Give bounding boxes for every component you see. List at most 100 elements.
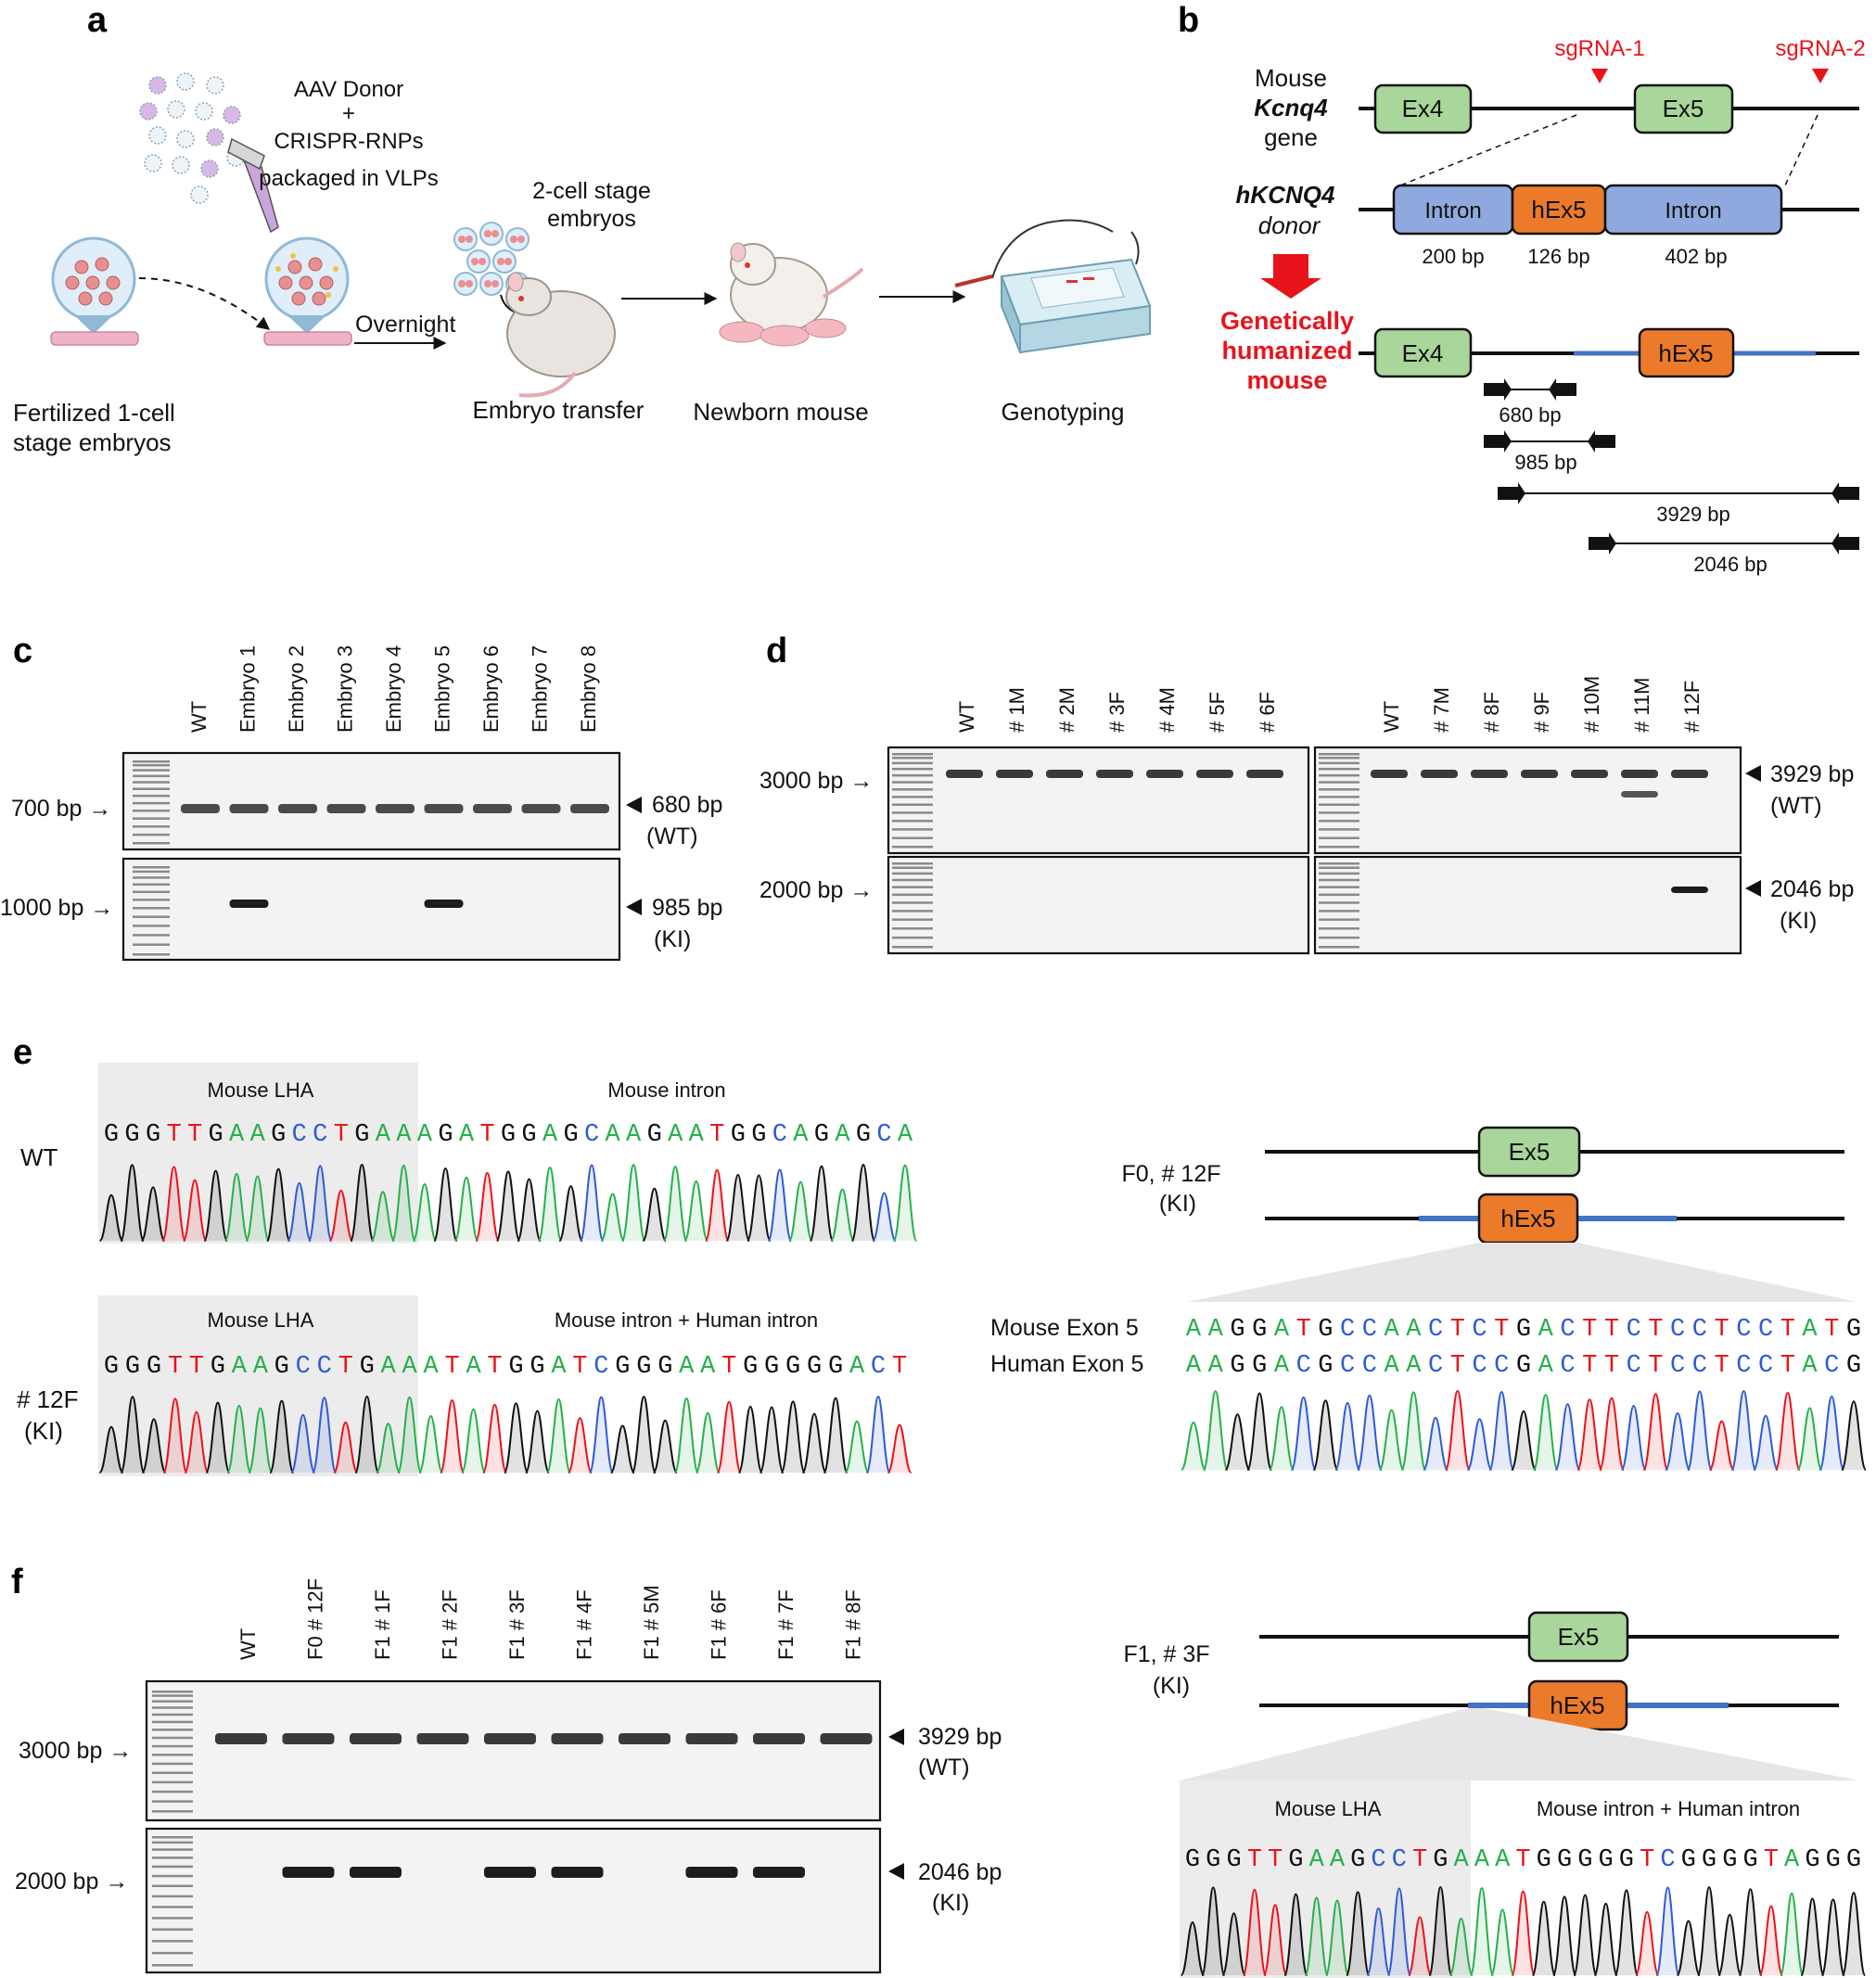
lane-label: # 1M <box>1005 687 1028 733</box>
base-letter: C <box>1670 1352 1685 1380</box>
trace-peak <box>823 1397 849 1474</box>
e-ex5-label: Ex5 <box>1509 1138 1551 1166</box>
base-letter: G <box>1226 1846 1241 1874</box>
base-letter: G <box>1206 1846 1220 1874</box>
vlp-particle-icon <box>172 156 190 174</box>
gel-band <box>1621 791 1658 798</box>
base-letter: T <box>1515 1846 1530 1874</box>
mouse-gene-label-3: gene <box>1264 123 1318 151</box>
trace-peak <box>600 1193 626 1242</box>
base-letter: G <box>764 1353 779 1381</box>
primer-pair-985 <box>1484 430 1615 453</box>
trace-peak <box>767 1168 793 1242</box>
ladder-band <box>892 781 933 784</box>
ladder-band <box>152 1951 193 1955</box>
lane-label: Embryo 4 <box>382 645 405 733</box>
ladder-band <box>1319 918 1359 921</box>
homology-dash-left <box>1399 114 1577 186</box>
base-letter: T <box>1780 1316 1795 1344</box>
gel-electrophoresis-icon <box>954 219 1152 354</box>
trace-peak <box>307 1165 333 1242</box>
sgrna1-label: sgRNA-1 <box>1554 36 1644 61</box>
ladder-band <box>133 760 170 763</box>
gel-band <box>1671 770 1708 778</box>
trace-peak <box>453 1176 479 1242</box>
base-letter: A <box>1406 1352 1422 1380</box>
base-letter: C <box>1371 1846 1385 1874</box>
donor-size-2: 126 bp <box>1527 245 1589 268</box>
base-letter: A <box>700 1353 716 1381</box>
ladder-band <box>1319 846 1359 849</box>
f-marker-2000: 2000 bp → <box>15 1869 128 1895</box>
trace-peak <box>524 1410 551 1474</box>
trace-peak <box>844 1420 870 1474</box>
base-letter: A <box>232 1353 248 1381</box>
trace-peak <box>588 1396 614 1474</box>
trace-peak <box>481 1403 508 1474</box>
trace-peak <box>223 1172 249 1242</box>
trace-peak <box>662 1165 688 1242</box>
base-letter: C <box>1428 1316 1443 1344</box>
base-letter: C <box>1692 1316 1707 1344</box>
vlp-particle-icon <box>176 130 195 148</box>
panel-c-gel-ki <box>121 857 621 962</box>
trace-peak <box>1708 1420 1735 1471</box>
trace-peak <box>725 1173 751 1242</box>
ladder-band <box>892 866 933 869</box>
gel-band <box>551 1867 604 1878</box>
base-letter: A <box>1454 1846 1470 1874</box>
base-letter: G <box>124 1121 139 1149</box>
d-marker-3000: 3000 bp → <box>759 768 873 794</box>
ladder-band <box>152 1780 193 1784</box>
human-exon-label: Human Exon 5 <box>990 1351 1143 1377</box>
trace-peak <box>1221 1912 1246 1976</box>
humanized-hex5-label: hEx5 <box>1658 339 1713 367</box>
lane-label: # 5F <box>1206 692 1229 733</box>
gel-band <box>1621 770 1658 778</box>
ladder-band <box>1319 761 1359 765</box>
gel-band <box>946 770 983 778</box>
base-letter: G <box>751 1121 766 1149</box>
ladder-band <box>152 1713 193 1716</box>
lane-label: F1 # 8F <box>842 1589 865 1660</box>
trace-peak <box>1180 1921 1206 1976</box>
base-letter: A <box>1802 1352 1818 1380</box>
gel-band <box>350 1733 402 1744</box>
trace-peak <box>1356 1394 1383 1471</box>
base-letter: C <box>292 1121 307 1149</box>
ladder-band <box>133 890 170 894</box>
base-letter: T <box>1296 1316 1311 1344</box>
d-label-ki: (KI) <box>1780 908 1817 934</box>
primer-pair-2046 <box>1589 532 1859 555</box>
ladder-band <box>152 1771 193 1775</box>
base-letter: A <box>1330 1846 1346 1874</box>
foster-mouse-icon <box>505 272 616 398</box>
c-label-ki: (KI) <box>654 926 691 952</box>
c-marker-1000: 1000 bp → <box>0 895 113 921</box>
trace-peak <box>433 1167 458 1242</box>
trace-peak <box>397 1396 423 1474</box>
trace-peak <box>1262 1904 1288 1976</box>
base-letter: T <box>1582 1352 1597 1380</box>
base-letter: G <box>508 1353 523 1381</box>
ladder-band <box>152 1895 193 1898</box>
newborn-label: Newborn mouse <box>693 398 868 426</box>
vlp-particle-icon <box>144 154 162 172</box>
base-letter: A <box>1274 1316 1290 1344</box>
base-letter: T <box>1714 1352 1729 1380</box>
trace-peak <box>1576 1398 1603 1471</box>
lane-label: WT <box>236 1628 260 1660</box>
trace-peak <box>1620 1405 1647 1471</box>
vlp-particle-icon <box>206 76 224 95</box>
newborn-mice-icon <box>719 242 864 347</box>
base-letter: A <box>1309 1846 1325 1874</box>
trace-peak <box>140 1186 166 1242</box>
trace-peak <box>312 1397 338 1474</box>
gel-band <box>619 1733 670 1744</box>
trace-peak <box>1466 1418 1493 1471</box>
gel-band <box>326 804 366 813</box>
trace-peak <box>184 1410 210 1474</box>
